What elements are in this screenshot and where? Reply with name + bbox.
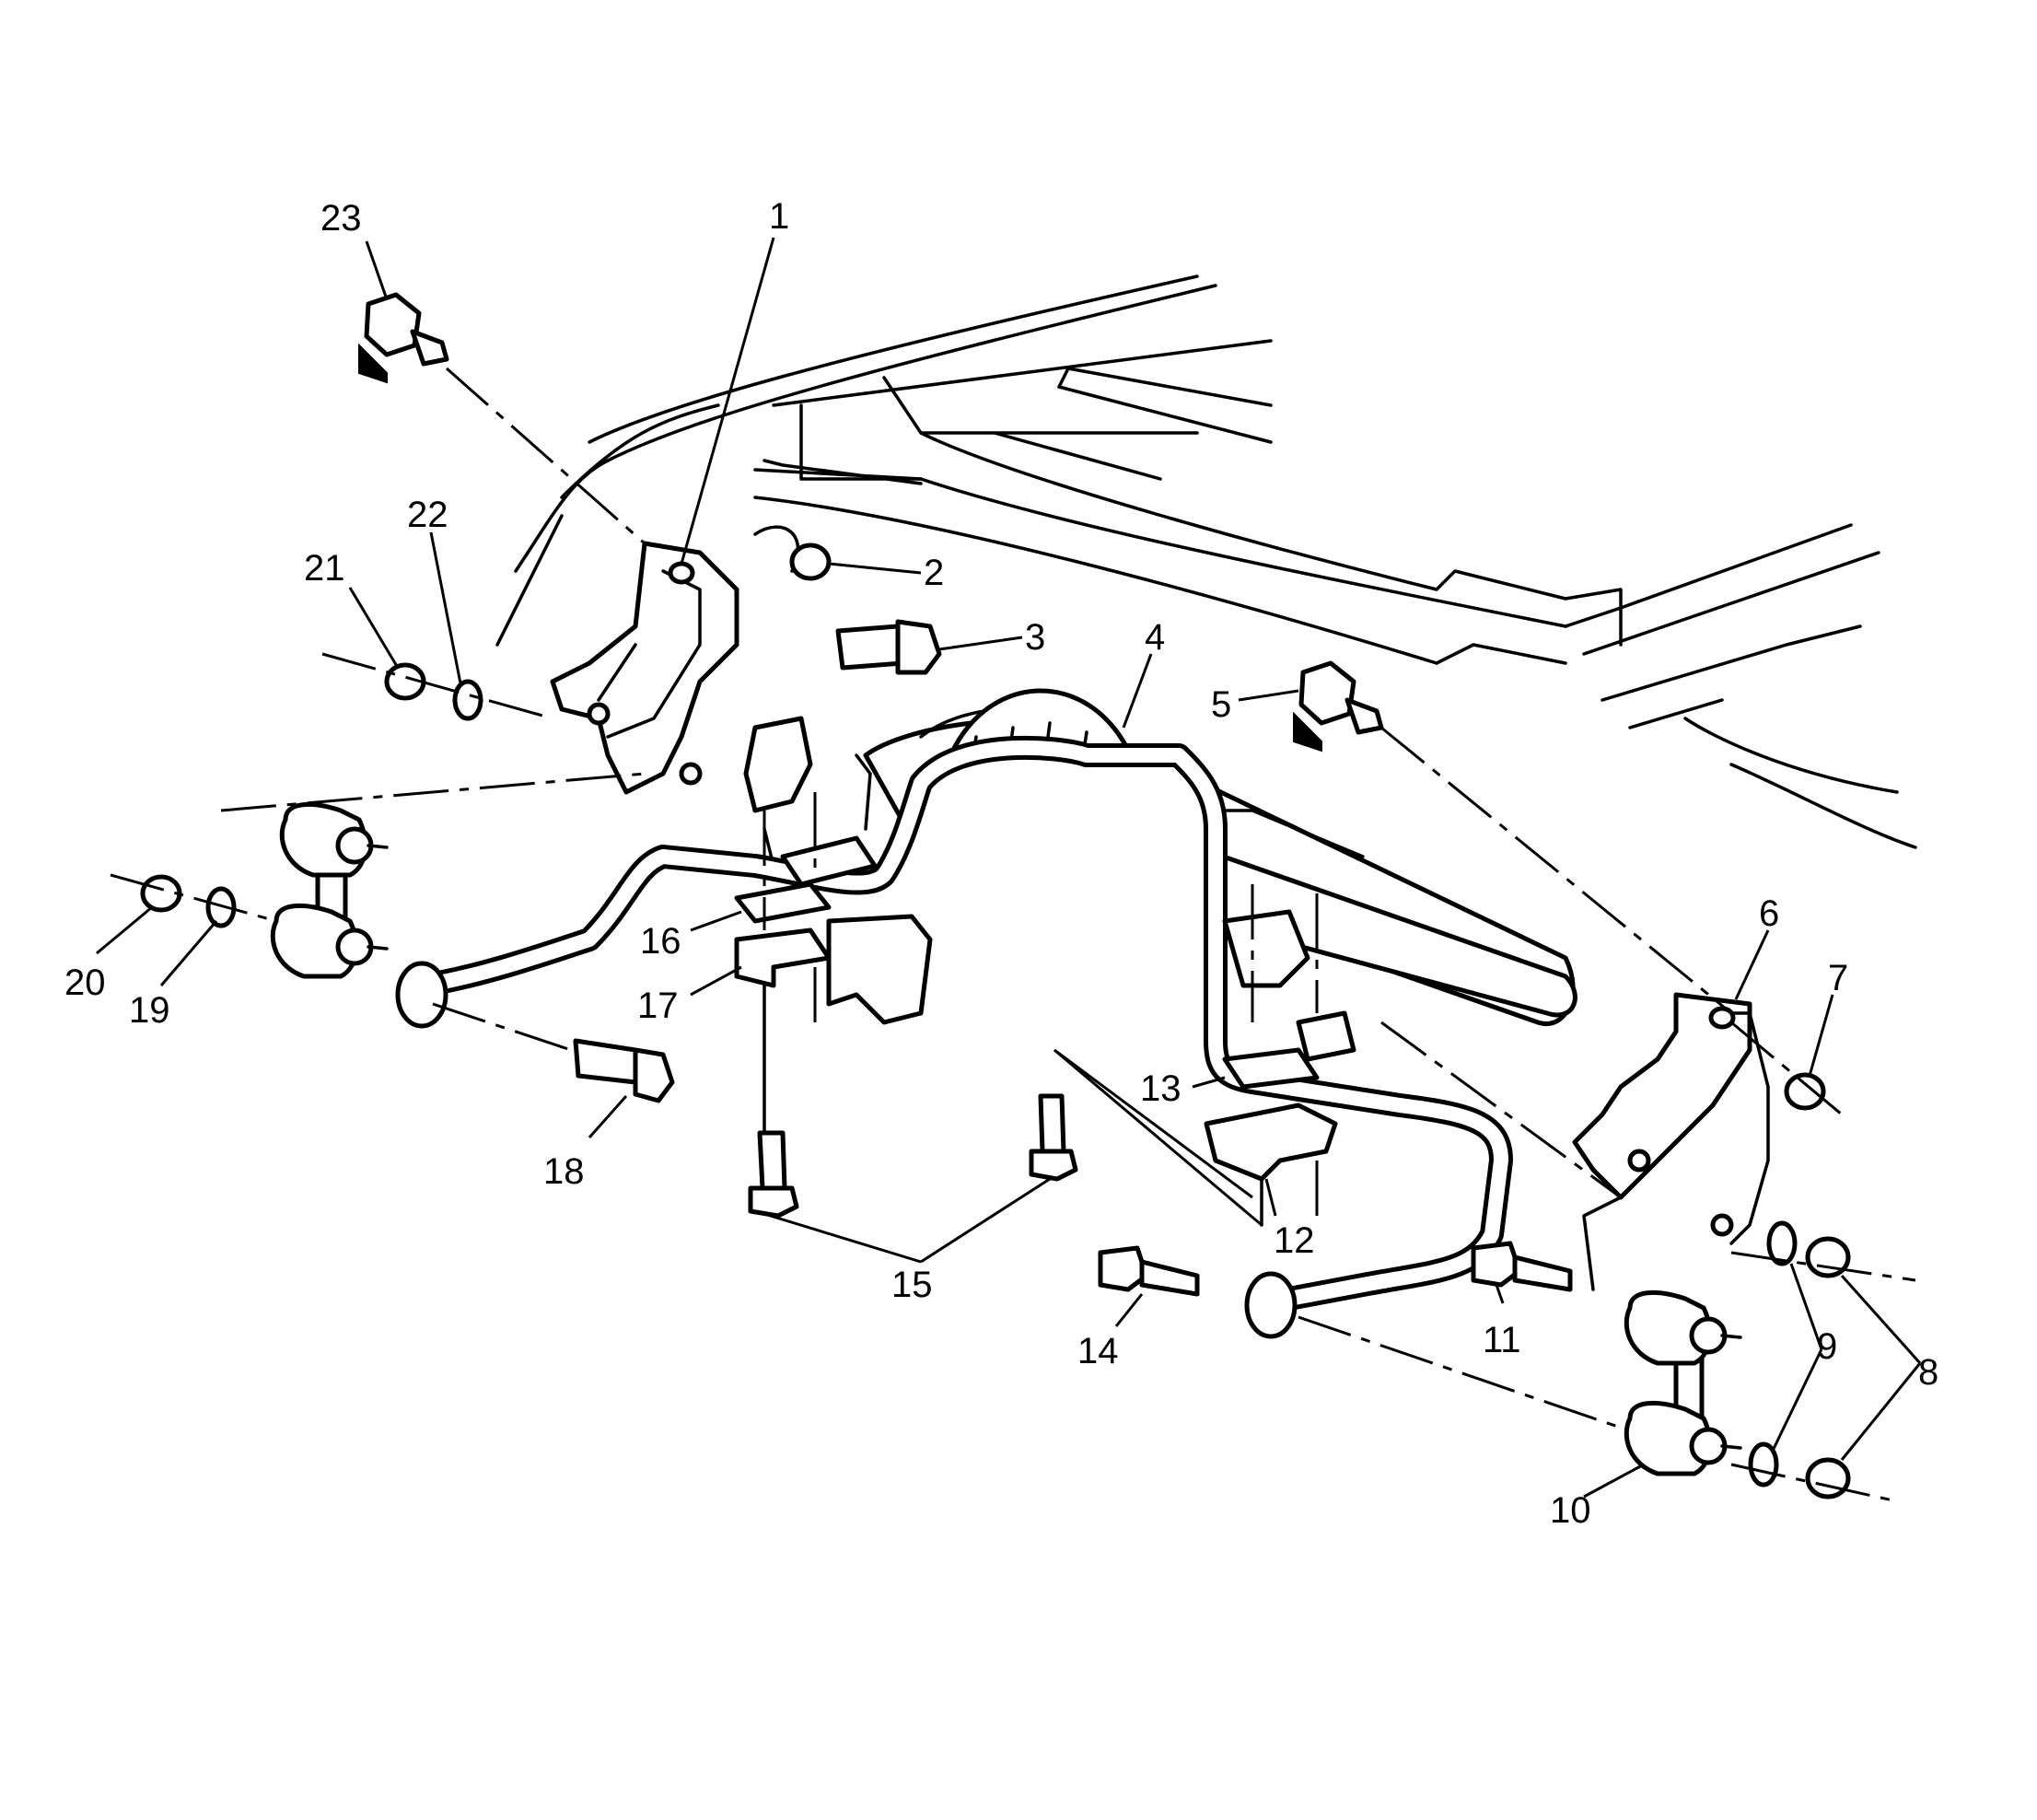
- callout-14: 14: [1077, 1331, 1119, 1371]
- left-clamp-assembly: [734, 716, 933, 1135]
- callout-19: 19: [129, 990, 170, 1031]
- right-clamp-assembly: [1204, 884, 1356, 1227]
- callout-15: 15: [891, 1265, 933, 1305]
- callout-6: 6: [1759, 893, 1779, 934]
- callout-8: 8: [1918, 1352, 1938, 1393]
- callout-21: 21: [304, 548, 345, 589]
- left-stabilizer-link: [270, 801, 389, 979]
- callout-13: 13: [1140, 1068, 1181, 1109]
- vehicle-frame: [495, 274, 1917, 849]
- callout-12: 12: [1274, 1220, 1315, 1261]
- assembly-centerlines: [110, 367, 1916, 1503]
- callout-23: 23: [320, 198, 362, 239]
- callout-22: 22: [407, 495, 448, 535]
- callout-4: 4: [1145, 617, 1165, 658]
- callout-17: 17: [637, 986, 679, 1026]
- left-mounting-bracket: [550, 525, 800, 795]
- callout-1: 1: [769, 196, 789, 237]
- callout-18: 18: [543, 1151, 585, 1192]
- callout-9: 9: [1817, 1326, 1837, 1367]
- callout-10: 10: [1550, 1490, 1591, 1531]
- callout-labels: 23 1 2 3 4 5 6 7 8 9 10 11 12 13 14 15 1…: [64, 196, 1938, 1531]
- leader-lines: [96, 237, 1922, 1499]
- hardware: [140, 292, 1851, 1499]
- callout-20: 20: [64, 962, 106, 1003]
- callout-11: 11: [1483, 1320, 1521, 1360]
- callout-3: 3: [1025, 617, 1045, 658]
- callout-5: 5: [1211, 684, 1231, 725]
- right-mounting-bracket: [1572, 992, 1770, 1291]
- callout-2: 2: [924, 553, 944, 593]
- callout-16: 16: [640, 921, 681, 962]
- callout-7: 7: [1828, 958, 1848, 998]
- right-stabilizer-link: [1624, 1289, 1742, 1476]
